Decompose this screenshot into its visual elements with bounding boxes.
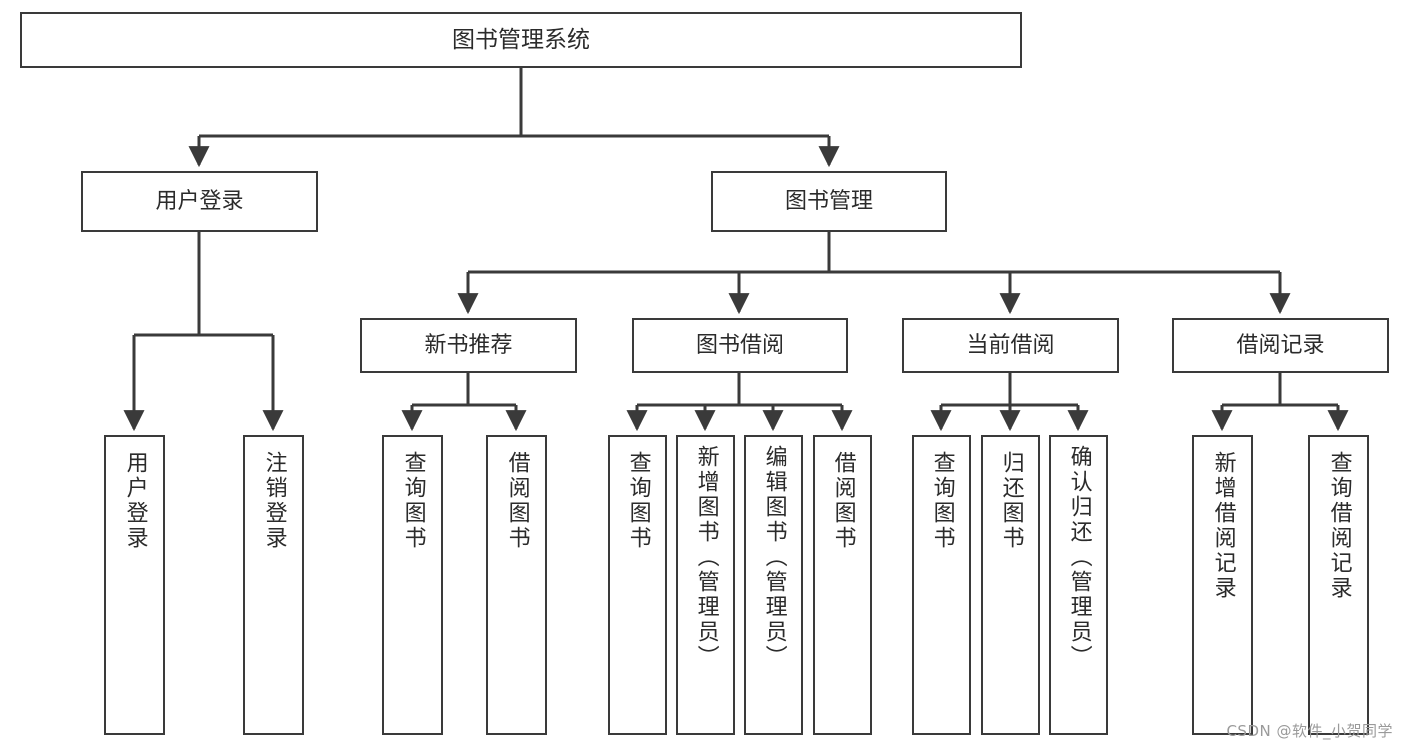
- leaf-add-book-admin-label: 新增图书（管理员）: [693, 445, 719, 670]
- leaf-borrow-book-label: 借阅图书: [830, 451, 856, 551]
- node-borrow-record[interactable]: 借阅记录: [1172, 318, 1389, 373]
- leaf-query-book-borrow-label: 查询图书: [625, 451, 651, 551]
- node-user-login-label: 用户登录: [155, 188, 244, 214]
- leaf-confirm-return-admin[interactable]: 确认归还（管理员）: [1049, 435, 1108, 735]
- leaf-confirm-return-admin-label: 确认归还（管理员）: [1066, 445, 1092, 670]
- node-book-management[interactable]: 图书管理: [711, 171, 947, 232]
- node-new-book-recommend[interactable]: 新书推荐: [360, 318, 577, 373]
- leaf-query-book-new-label: 查询图书: [400, 451, 426, 551]
- leaf-edit-book-admin-label: 编辑图书（管理员）: [761, 445, 787, 670]
- leaf-add-borrow-record-label: 新增借阅记录: [1210, 451, 1236, 601]
- leaf-return-book-label: 归还图书: [998, 451, 1024, 551]
- leaf-query-book-new[interactable]: 查询图书: [382, 435, 443, 735]
- leaf-edit-book-admin[interactable]: 编辑图书（管理员）: [744, 435, 803, 735]
- node-current-borrow[interactable]: 当前借阅: [902, 318, 1119, 373]
- leaf-logout-label: 注销登录: [261, 451, 287, 551]
- node-new-book-recommend-label: 新书推荐: [424, 332, 513, 358]
- leaf-borrow-book-new[interactable]: 借阅图书: [486, 435, 547, 735]
- leaf-return-book[interactable]: 归还图书: [981, 435, 1040, 735]
- leaf-query-book-current-label: 查询图书: [929, 451, 955, 551]
- leaf-borrow-book[interactable]: 借阅图书: [813, 435, 872, 735]
- leaf-user-login-label: 用户登录: [122, 451, 148, 551]
- node-root-label: 图书管理系统: [452, 26, 590, 53]
- leaf-query-borrow-record-label: 查询借阅记录: [1326, 451, 1352, 601]
- node-book-management-label: 图书管理: [784, 188, 873, 214]
- node-current-borrow-label: 当前借阅: [966, 332, 1055, 358]
- leaf-user-login[interactable]: 用户登录: [104, 435, 165, 735]
- leaf-add-borrow-record[interactable]: 新增借阅记录: [1192, 435, 1253, 735]
- node-book-borrow[interactable]: 图书借阅: [632, 318, 848, 373]
- leaf-add-book-admin[interactable]: 新增图书（管理员）: [676, 435, 735, 735]
- watermark: CSDN @软件_小贺同学: [1226, 722, 1393, 740]
- leaf-logout[interactable]: 注销登录: [243, 435, 304, 735]
- leaf-query-borrow-record[interactable]: 查询借阅记录: [1308, 435, 1369, 735]
- node-user-login[interactable]: 用户登录: [81, 171, 318, 232]
- node-book-borrow-label: 图书借阅: [695, 332, 784, 358]
- leaf-query-book-current[interactable]: 查询图书: [912, 435, 971, 735]
- node-borrow-record-label: 借阅记录: [1236, 332, 1325, 358]
- node-root[interactable]: 图书管理系统: [20, 12, 1022, 68]
- leaf-query-book-borrow[interactable]: 查询图书: [608, 435, 667, 735]
- leaf-borrow-book-new-label: 借阅图书: [504, 451, 530, 551]
